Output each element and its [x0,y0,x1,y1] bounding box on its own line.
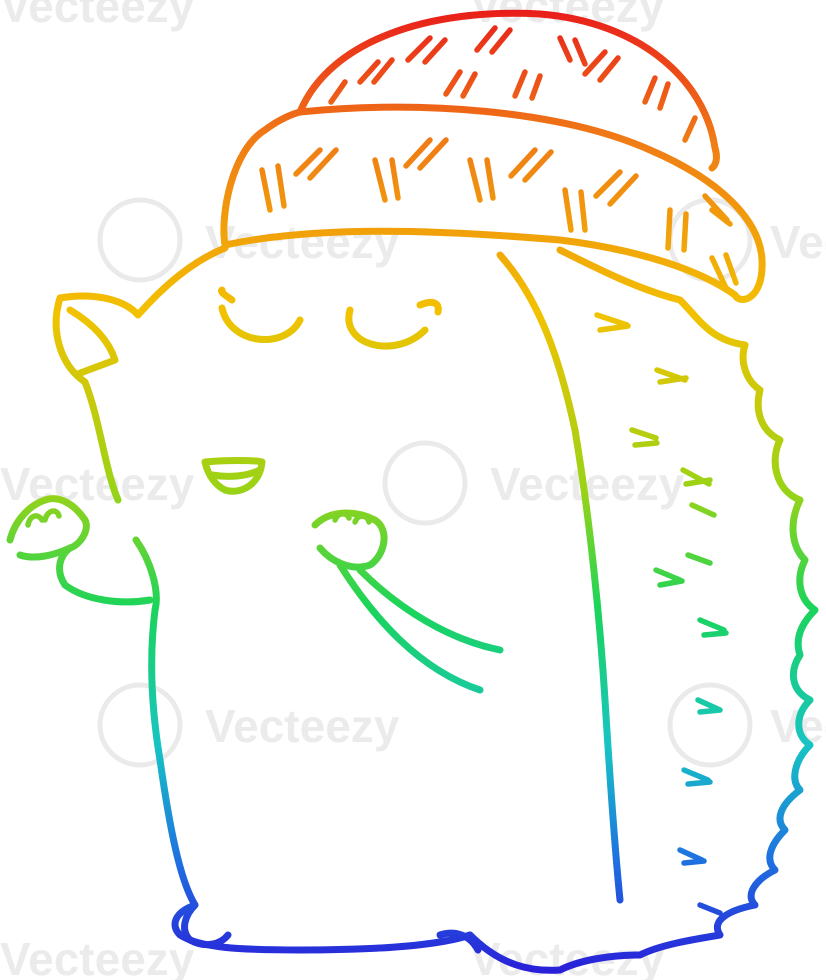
knit-hat [220,9,766,303]
ear [66,306,119,378]
watermark-row-3: Vecteezy Vecteezy [97,682,826,768]
back-spine-line [496,251,624,904]
feet [181,901,482,954]
right-arm [336,561,504,694]
right-lash [416,298,442,316]
left-lash [218,286,236,304]
watermark-row-2: Vecteezy Vecteezy [0,440,685,526]
arms [6,495,504,694]
spike-marks [594,312,729,916]
closed-eye-left [218,304,304,343]
watermark-text-1b: Vecteezy [770,216,826,268]
hat-crown [296,9,720,172]
hat-knit-hatching [259,25,739,291]
right-foot [436,929,482,954]
watermark-bottom: Vecteezy Vecteezy [0,933,665,980]
right-fist [311,509,388,571]
left-raised-arm [56,544,154,606]
watermark-text-top-left: Vecteezy [0,0,195,32]
watermark-logo-icon [382,440,468,526]
watermark-text-3: Vecteezy [205,700,400,752]
watermark-text-2a: Vecteezy [0,458,195,510]
spikes-outline [466,246,819,974]
face [201,286,442,495]
watermark-logo-icon [667,682,753,768]
left-foot [181,901,232,949]
closed-eye-right [345,306,429,350]
watermark-text-bottom-left: Vecteezy [0,933,195,980]
mouth-line [208,466,264,480]
left-fist [6,495,90,561]
hat-brim [220,103,766,303]
smile-mouth [201,457,266,495]
watermark-logo-icon [97,682,183,768]
watermark-logo-icon [97,197,183,283]
head-and-back-outline [52,244,229,504]
